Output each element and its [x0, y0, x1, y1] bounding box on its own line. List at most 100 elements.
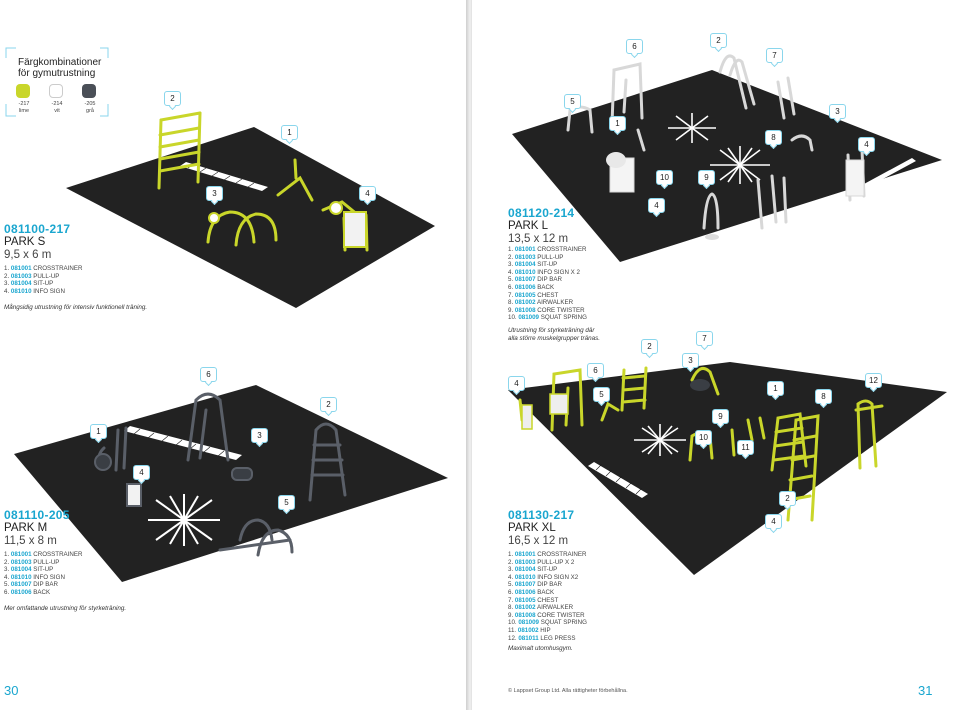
- item-code: 081005: [514, 291, 536, 299]
- item-code: 081004: [514, 261, 536, 269]
- swatch-code: -205: [84, 101, 96, 107]
- item-number: 5.: [4, 581, 10, 589]
- item-number: 5.: [508, 276, 514, 284]
- park-xl-pin: 8: [815, 389, 832, 404]
- equipment-item: 2. 081003 PULL-UP: [4, 273, 82, 281]
- item-number: 2.: [4, 272, 10, 280]
- park-l-pin: 4: [648, 198, 665, 213]
- item-number: 2.: [508, 253, 514, 261]
- item-name: CHEST: [537, 291, 559, 299]
- equipment-item: 6. 081006 BACK: [508, 589, 587, 597]
- item-name: CORE TWISTER: [537, 306, 585, 314]
- item-name: CROSSTRAINER: [33, 265, 83, 272]
- park-l-code: 081120-214: [508, 206, 575, 220]
- item-code: 081007: [514, 581, 536, 589]
- item-code: 081010: [514, 268, 536, 276]
- equipment-item: 6. 081006 BACK: [508, 284, 587, 292]
- park-m-code: 081110-205: [4, 508, 70, 522]
- equipment-item: 6. 081006 BACK: [4, 589, 82, 597]
- swatch-grey: [82, 84, 96, 98]
- item-name: CROSSTRAINER: [537, 551, 587, 558]
- item-number: 9.: [508, 306, 514, 314]
- item-code: 081001: [10, 265, 32, 272]
- park-xl-pin: 5: [593, 387, 610, 402]
- equipment-item: 3. 081004 SIT-UP: [4, 566, 82, 574]
- item-code: 081007: [10, 581, 32, 589]
- equipment-item: 5. 081007 DIP BAR: [508, 581, 587, 589]
- item-number: 6.: [508, 588, 514, 596]
- item-name: CORE TWISTER: [537, 611, 585, 619]
- park-s-equipment: [157, 111, 369, 252]
- item-name: LEG PRESS: [540, 634, 576, 642]
- page-number-left: 30: [4, 683, 19, 698]
- park-m-pin: 6: [200, 367, 217, 382]
- park-s-pin: 4: [359, 186, 376, 201]
- park-m-name: PARK M: [4, 522, 48, 534]
- item-name: PULL-UP: [537, 253, 564, 261]
- park-xl-illustration: [508, 362, 947, 575]
- legend-title-line2: för gymutrustning: [18, 68, 96, 79]
- item-number: 1.: [508, 246, 514, 253]
- park-l-pin: 5: [564, 94, 581, 109]
- equipment-item: 3. 081004 SIT-UP: [508, 261, 587, 269]
- item-name: CHEST: [537, 596, 559, 604]
- park-l-pin: 10: [656, 170, 673, 185]
- park-s-markings: [180, 162, 268, 191]
- item-code: 081003: [514, 558, 536, 566]
- page-number-right: 31: [918, 683, 933, 698]
- park-m-equipment: [97, 392, 347, 557]
- swatch-name: vit: [54, 107, 60, 114]
- item-number: 2.: [508, 558, 514, 566]
- item-number: 6.: [508, 283, 514, 291]
- item-name: BACK: [33, 588, 51, 596]
- park-l-size: 13,5 x 12 m: [508, 233, 569, 245]
- equipment-item: 2. 081003 PULL-UP X 2: [508, 559, 587, 567]
- item-name: INFO SIGN X2: [537, 573, 579, 581]
- item-number: 1.: [4, 265, 10, 272]
- item-code: 081010: [10, 573, 32, 581]
- item-name: BACK: [537, 588, 555, 596]
- park-l-pin: 7: [766, 48, 783, 63]
- item-name: CROSSTRAINER: [33, 551, 83, 558]
- equipment-item: 7. 081005 CHEST: [508, 292, 587, 300]
- item-code: 081010: [10, 287, 32, 295]
- equipment-item: 5. 081007 DIP BAR: [508, 276, 587, 284]
- equipment-item: 4. 081010 INFO SIGN X2: [508, 574, 587, 582]
- item-code: 081008: [514, 611, 536, 619]
- item-name: SIT-UP: [537, 566, 558, 574]
- equipment-item: 12. 081011 LEG PRESS: [508, 635, 587, 643]
- item-name: CROSSTRAINER: [537, 246, 587, 253]
- park-xl-code: 081130-217: [508, 508, 575, 522]
- item-code: 081009: [518, 619, 539, 627]
- park-xl-pin: 4: [765, 514, 782, 529]
- park-l-pin: 4: [858, 137, 875, 152]
- park-xl-starburst: [634, 424, 686, 456]
- item-code: 081001: [514, 246, 536, 253]
- park-l-note-line2: alla större muskelgrupper tränas.: [508, 335, 601, 342]
- park-xl-pin: 2: [779, 491, 796, 506]
- item-name: DIP BAR: [537, 276, 562, 284]
- item-number: 1.: [4, 551, 10, 558]
- park-m-pin: 3: [251, 428, 268, 443]
- item-number: 7.: [508, 291, 514, 299]
- park-l-starbursts: [668, 113, 770, 184]
- item-number: 10.: [508, 619, 517, 627]
- item-code: 081008: [514, 306, 536, 314]
- item-number: 3.: [4, 280, 10, 288]
- equipment-item: 8. 081002 AIRWALKER: [508, 299, 587, 307]
- item-code: 081003: [10, 558, 32, 566]
- park-m-ground: [14, 385, 448, 582]
- equipment-item: 9. 081008 CORE TWISTER: [508, 307, 587, 315]
- equipment-item: 1. 081001 CROSSTRAINER: [4, 265, 82, 273]
- park-m-illustration: [14, 385, 448, 582]
- item-name: SQUAT SPRING: [540, 314, 587, 322]
- park-m-pin: 5: [278, 495, 295, 510]
- equipment-item: 1. 081001 CROSSTRAINER: [508, 246, 587, 254]
- park-s-name: PARK S: [4, 236, 46, 248]
- equipment-item: 2. 081003 PULL-UP: [508, 254, 587, 262]
- park-s-pin: 3: [206, 186, 223, 201]
- item-number: 4.: [508, 268, 514, 276]
- item-number: 3.: [508, 261, 514, 269]
- item-name: SQUAT SPRING: [540, 619, 587, 627]
- park-l-pin: 2: [710, 33, 727, 48]
